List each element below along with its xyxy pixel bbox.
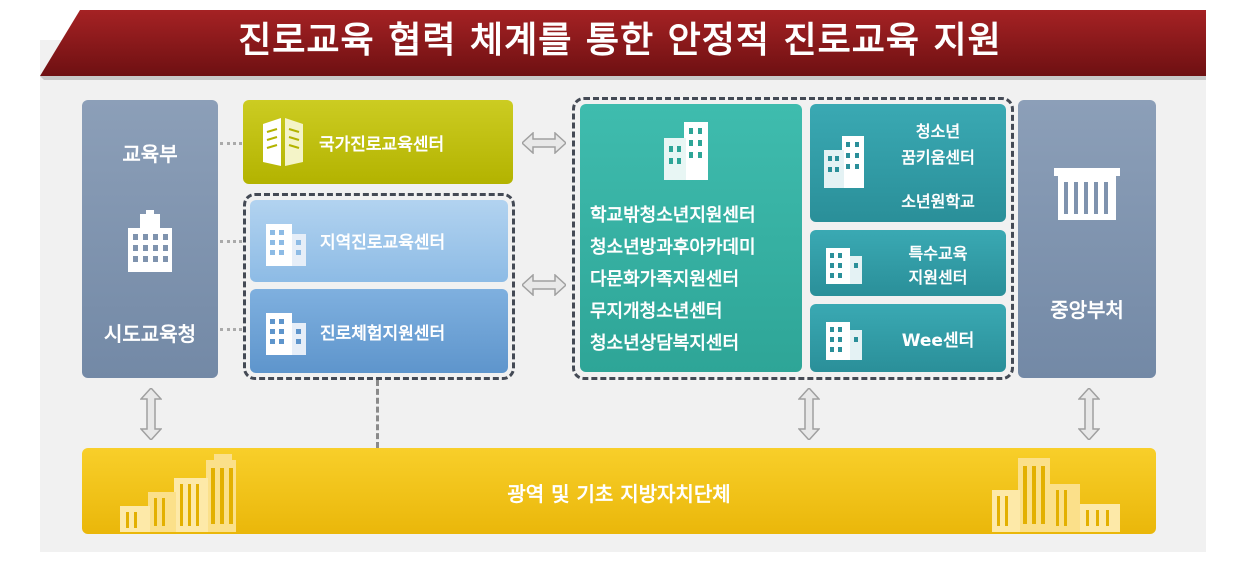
book-icon (263, 118, 303, 166)
wee-center-box: Wee센터 (810, 304, 1006, 372)
regional-group-frame (243, 193, 515, 380)
double-arrow-icon (140, 388, 162, 440)
experience-center-label: 진로체험지원센터 (320, 324, 446, 344)
connector-line (220, 142, 242, 145)
building-icon (824, 136, 864, 188)
youth-list-item: 청소년방과후아카데미 (590, 237, 756, 258)
education-ministry-column: 교육부 시도교육청 (82, 100, 218, 378)
double-arrow-icon (1078, 388, 1100, 440)
central-ministries-label: 중앙부처 (1050, 298, 1124, 322)
building-icon (992, 458, 1120, 532)
double-arrow-icon (522, 274, 566, 296)
national-center-box: 국가진로교육센터 (243, 100, 513, 184)
local-government-label: 광역 및 기초 지방자치단체 (507, 482, 731, 506)
regional-center-box: 지역진로교육센터 (250, 200, 508, 282)
building-icon (128, 210, 172, 272)
dream-center-label-line2: 꿈키움센터 (901, 148, 975, 167)
youth-list-item: 무지개청소년센터 (590, 301, 723, 322)
building-icon (664, 122, 708, 180)
regional-center-label: 지역진로교육센터 (320, 233, 446, 253)
building-icon (1054, 168, 1120, 220)
building-icon (266, 224, 306, 266)
dream-center-box: 청소년 꿈키움센터 소년원학교 (810, 104, 1006, 222)
building-icon (120, 454, 236, 532)
central-ministries-column: 중앙부처 (1018, 100, 1156, 378)
connector-line (220, 328, 242, 331)
connector-line (376, 380, 379, 448)
youth-list-item: 학교밖청소년지원센터 (590, 205, 756, 226)
national-center-label: 국가진로교육센터 (319, 135, 445, 155)
youth-list-item: 다문화가족지원센터 (590, 269, 740, 290)
wee-center-label: Wee센터 (901, 331, 975, 351)
connector-line (220, 240, 242, 243)
special-education-label-line1: 특수교육 (908, 244, 968, 263)
special-education-label-line2: 지원센터 (908, 268, 968, 287)
provincial-office-label: 시도교육청 (104, 322, 196, 346)
youth-centers-box: 학교밖청소년지원센터 청소년방과후아카데미 다문화가족지원센터 무지개청소년센터… (580, 104, 802, 372)
building-icon (826, 248, 862, 284)
special-education-box: 특수교육 지원센터 (810, 230, 1006, 296)
page-title: 진로교육 협력 체계를 통한 안정적 진로교육 지원 (238, 20, 1002, 61)
local-government-bar: 광역 및 기초 지방자치단체 (82, 448, 1156, 534)
experience-center-box: 진로체험지원센터 (250, 289, 508, 373)
double-arrow-icon (798, 388, 820, 440)
building-icon (826, 322, 862, 360)
building-icon (266, 313, 306, 355)
youth-list-item: 청소년상담복지센터 (590, 333, 740, 354)
juvenile-school-label: 소년원학교 (901, 192, 975, 211)
youth-group-frame (572, 97, 1014, 380)
title-banner (40, 10, 1206, 80)
double-arrow-icon (522, 132, 566, 154)
education-ministry-label: 교육부 (122, 142, 178, 166)
dream-center-label-line1: 청소년 (915, 122, 961, 141)
